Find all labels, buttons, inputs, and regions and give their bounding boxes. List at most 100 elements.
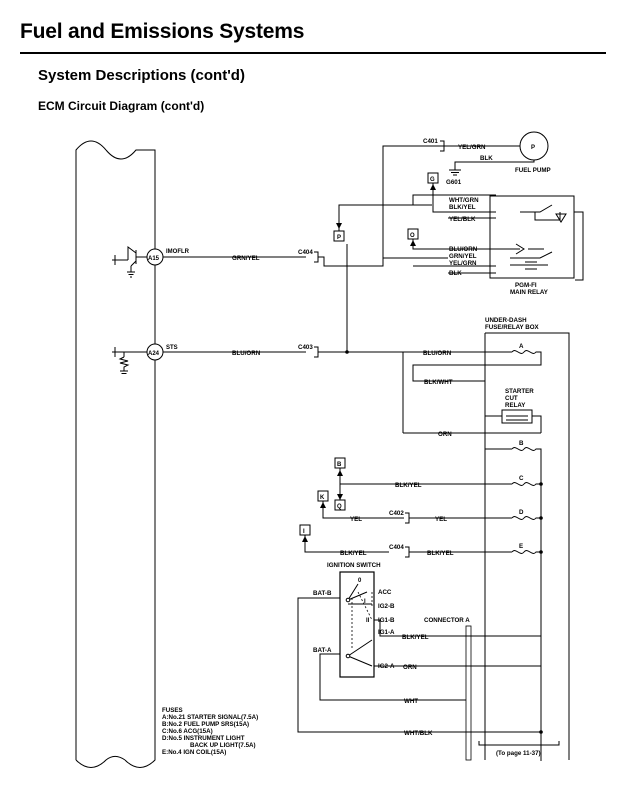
wire-ref-p (338, 204, 432, 231)
ref-i: I (303, 529, 305, 535)
wire-label-yel-grn-relay: YEL/GRN (449, 260, 477, 267)
wire-c401 (382, 145, 446, 258)
wire-bat-a (319, 653, 420, 701)
fuse-a (485, 350, 542, 355)
fuse-a-letter: A (519, 343, 524, 350)
wire-ref-g (432, 183, 448, 213)
fuse-d-letter: D (519, 509, 524, 516)
switch-term-acc: ACC (378, 589, 392, 596)
wire-label-wht-blk: WHT/BLK (404, 730, 433, 737)
wire-grn-yel-relay (318, 256, 448, 267)
arrow-ref-i (302, 536, 308, 542)
arrow-ref-q (337, 494, 343, 500)
wire-relay-right (574, 211, 584, 281)
switch-term-bata: BAT-A (313, 647, 332, 654)
switch-lever-bottom (347, 639, 373, 667)
wire-ref-k (322, 501, 374, 519)
relay-switch-1 (520, 204, 567, 223)
connector-c403: C403 (298, 344, 313, 351)
wire-switch-up (373, 572, 541, 667)
connector-c404-bottom-sym (405, 546, 410, 558)
switch-term-ig2b: IG2-B (378, 603, 395, 610)
relay-switch-2 (496, 243, 553, 270)
wire-label-blk-wht: BLK/WHT (424, 379, 453, 386)
to-page-bracket (478, 741, 560, 746)
resistor-a24 (112, 347, 147, 374)
switch-term-ig1b: IG1-B (378, 617, 395, 624)
wire-label-blk-pump: BLK (480, 155, 493, 162)
fuse-box-label-2: FUSE/RELAY BOX (485, 324, 540, 331)
switch-lever-top (347, 583, 372, 605)
arrow-ref-p (336, 223, 342, 229)
fuse-e-letter: E (519, 543, 523, 550)
connector-a-label: CONNECTOR A (424, 617, 470, 624)
connector-c402: C402 (389, 510, 404, 517)
ecm-body-right-edge (105, 149, 156, 768)
title-rule (20, 52, 606, 54)
switch-term-ig1a: IG1-A (378, 629, 395, 636)
fuses-line-d: D:No.5 INSTRUMENT LIGHT (162, 735, 245, 742)
wire-label-blu-orn-relay: BLU/ORN (449, 246, 478, 253)
fuses-title: FUSES (162, 707, 183, 714)
connector-c402-sym (405, 512, 410, 524)
wire-label-yel-grn-pump: YEL/GRN (458, 144, 486, 151)
relay-label-1: PGM-FI (515, 282, 537, 289)
wire-pump-ground (449, 160, 535, 176)
ref-i-box (299, 524, 311, 536)
wire-label-yel-1: YEL (350, 516, 362, 523)
wire-label-blu-orn-fuse: BLU/ORN (423, 350, 452, 357)
fuel-pump-label: FUEL PUMP (515, 167, 551, 174)
main-relay-box (489, 195, 575, 279)
junction-e (539, 550, 543, 554)
ignition-switch-box (339, 571, 375, 678)
to-page-label: (To page 11-37) (496, 750, 541, 757)
ref-b: B (337, 462, 342, 468)
fuses-line-a: A:No.21 STARTER SIGNAL(7.5A) (162, 714, 258, 721)
fuse-d (511, 516, 541, 520)
arrow-ref-b (337, 470, 343, 476)
fuses-line-d2: BACK UP LIGHT(7.5A) (190, 742, 256, 749)
fuse-box-label-1: UNDER-DASH (485, 317, 527, 324)
fuel-pump-symbol: P (531, 145, 535, 151)
ground-a15 (127, 266, 135, 278)
switch-pos-ii: II (366, 618, 370, 624)
ignition-switch-label: IGNITION SWITCH (327, 562, 381, 569)
arrow-ref-k (320, 502, 326, 508)
ref-g: G (430, 177, 435, 183)
fuse-box-outline (484, 332, 570, 760)
ref-q: Q (337, 504, 342, 510)
fuse-c (340, 482, 541, 486)
wire-starter-relay (484, 381, 542, 433)
connector-c404-top: C404 (298, 249, 313, 256)
starter-relay-label-1: STARTER (505, 388, 534, 395)
switch-dashed-link (351, 591, 373, 650)
ecm-body-bottom-edge (75, 755, 126, 768)
wire-label-blk-yel-e1: BLK/YEL (340, 550, 367, 557)
switch-pos-0: 0 (358, 578, 362, 584)
ref-p: P (337, 235, 341, 241)
starter-relay-label-3: RELAY (505, 402, 526, 409)
wire-ref-o (412, 239, 448, 250)
terminal-a24-pin: A24 (148, 351, 160, 357)
wire-bat-b (297, 597, 420, 733)
connector-a-sym (465, 625, 472, 761)
wire-label-grn-yel-relay: GRN/YEL (449, 253, 477, 260)
wire-label-yel-blk: YEL/BLK (449, 216, 476, 223)
wire-fuse-a-loop (412, 355, 542, 382)
wire-label-blk-yel-e2: BLK/YEL (427, 550, 454, 557)
fuses-line-e: E:No.4 IGN COIL(15A) (162, 749, 226, 756)
connector-c403-sym (314, 346, 319, 358)
wire-label-yel-2: YEL (435, 516, 447, 523)
diagram-title: ECM Circuit Diagram (cont'd) (38, 99, 205, 113)
fuse-b (485, 447, 542, 761)
ref-o: O (410, 233, 415, 239)
fuses-line-b: B:No.2 FUEL PUMP SRS(15A) (162, 721, 249, 728)
section-subtitle: System Descriptions (cont'd) (38, 67, 245, 84)
ecm-body-left-edge (75, 140, 107, 760)
wire-label-blk-relay: BLK (449, 270, 462, 277)
transistor-a15 (112, 246, 147, 267)
wire-label-orn-ig2a: ORN (403, 664, 417, 671)
relay-label-2: MAIN RELAY (510, 289, 549, 296)
starter-relay-coil (506, 415, 528, 421)
terminal-a24-signal: STS (166, 345, 178, 351)
